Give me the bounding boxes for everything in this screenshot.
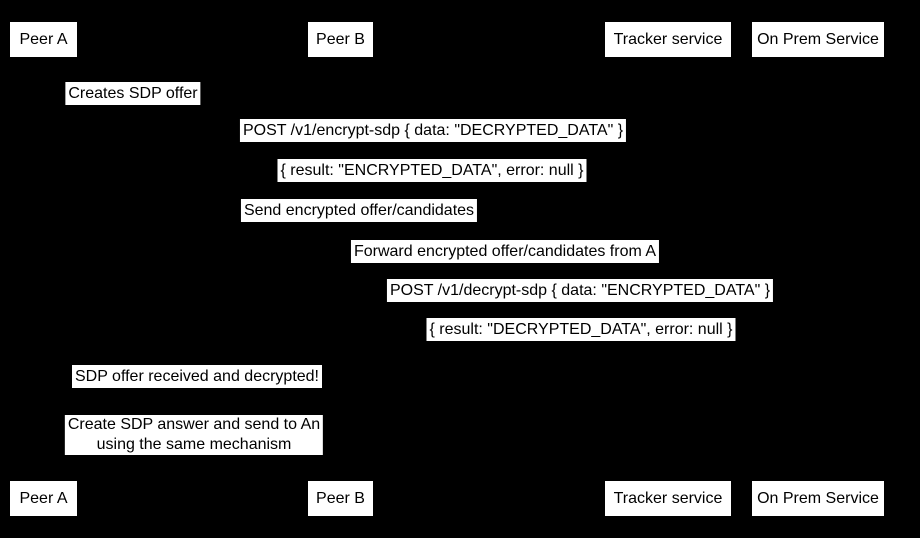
actor-box-on-prem-service-top: On Prem Service <box>752 22 884 57</box>
message-forward-encrypted-offer: Forward encrypted offer/candidates from … <box>350 240 660 263</box>
lifeline-peer-b <box>340 57 341 481</box>
message-create-sdp-answer: Create SDP answer and send to An using t… <box>64 415 324 455</box>
actor-box-tracker-service-top: Tracker service <box>605 22 731 57</box>
actor-box-peer-b-top: Peer B <box>308 22 373 57</box>
lifeline-tracker <box>668 57 669 481</box>
message-creates-sdp-offer: Creates SDP offer <box>65 82 201 105</box>
actor-box-peer-b-bottom: Peer B <box>308 481 373 516</box>
actor-box-tracker-service-bottom: Tracker service <box>605 481 731 516</box>
message-send-encrypted-offer: Send encrypted offer/candidates <box>240 199 478 222</box>
message-encrypt-result: { result: "ENCRYPTED_DATA", error: null … <box>277 159 587 182</box>
actor-box-peer-a-bottom: Peer A <box>10 481 77 516</box>
lifeline-peer-a <box>43 57 44 481</box>
message-sdp-offer-received: SDP offer received and decrypted! <box>72 365 322 388</box>
message-decrypt-result: { result: "DECRYPTED_DATA", error: null … <box>426 318 736 341</box>
message-post-encrypt-sdp: POST /v1/encrypt-sdp { data: "DECRYPTED_… <box>239 119 627 142</box>
lifeline-on-prem <box>818 57 819 481</box>
message-post-decrypt-sdp: POST /v1/decrypt-sdp { data: "ENCRYPTED_… <box>386 279 774 302</box>
actor-box-on-prem-service-bottom: On Prem Service <box>752 481 884 516</box>
actor-box-peer-a-top: Peer A <box>10 22 77 57</box>
